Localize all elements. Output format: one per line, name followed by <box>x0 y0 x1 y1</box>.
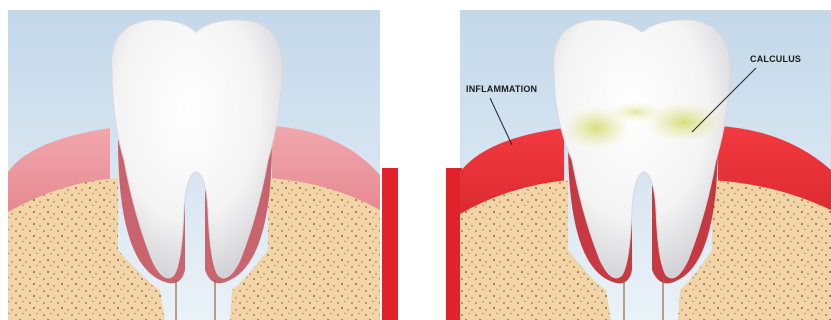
edge-red-bar <box>446 168 462 320</box>
gingivitis-tooth-illustration: INFLAMMATION CALCULUS <box>446 0 831 320</box>
edge-red-bar <box>382 168 398 320</box>
inflammation-label: INFLAMMATION <box>466 84 537 94</box>
healthy-tooth-illustration <box>0 0 400 320</box>
calculus-label: CALCULUS <box>750 54 801 64</box>
healthy-tooth-panel <box>0 0 400 320</box>
gingivitis-tooth-panel: INFLAMMATION CALCULUS <box>446 0 831 320</box>
calculus-deposit-center <box>610 102 662 122</box>
